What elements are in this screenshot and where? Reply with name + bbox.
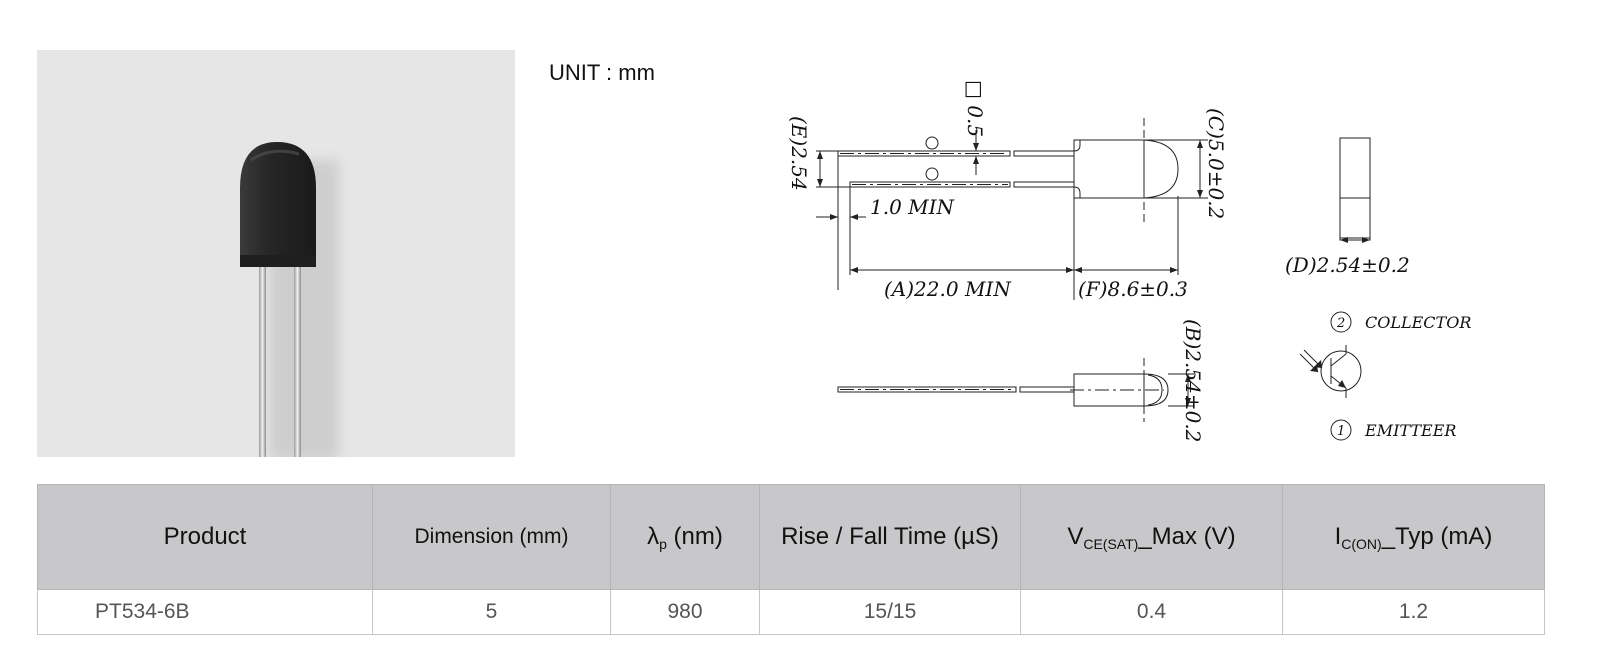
header-lambda: λp (nm) (610, 484, 760, 590)
label-min: 1.0 MIN (870, 195, 956, 219)
table-row: PT534-6B 5 980 15/15 0.4 1.2 (37, 589, 1545, 635)
phototransistor-symbol (1299, 311, 1362, 441)
mechanical-drawing: (E)2.54 □ 0.5 (C)5.0±0.2 1.0 MIN (A)22.0… (780, 80, 1480, 470)
collector-label: COLLECTOR (1365, 313, 1471, 332)
cell-product: PT534-6B (37, 589, 373, 635)
label-a: (A)22.0 MIN (884, 277, 1012, 301)
label-f: (F)8.6±0.3 (1078, 277, 1188, 301)
label-square: □ 0.5 (963, 80, 987, 137)
cell-ic: 1.2 (1282, 589, 1545, 635)
pin2-number: 2 (1336, 316, 1345, 331)
lead-1 (837, 150, 1011, 157)
pin1-number: 1 (1337, 424, 1345, 439)
header-rise-fall: Rise / Fall Time (µS) (759, 484, 1021, 590)
unit-label: UNIT : mm (549, 60, 655, 85)
label-d: (D)2.54±0.2 (1285, 253, 1410, 277)
emitter-label: EMITTEER (1364, 421, 1456, 440)
product-photo (37, 50, 515, 457)
header-dimension: Dimension (mm) (372, 484, 611, 590)
cell-lambda: 980 (610, 589, 760, 635)
lead-side-view (837, 386, 1017, 393)
table-header-row: Product Dimension (mm) λp (nm) Rise / Fa… (37, 484, 1545, 590)
cell-vce: 0.4 (1020, 589, 1283, 635)
label-e: (E)2.54 (787, 116, 811, 191)
body-top-view (1073, 139, 1145, 199)
cell-dimension: 5 (372, 589, 611, 635)
header-ic: IC(ON)_Typ (mA) (1282, 484, 1545, 590)
header-product: Product (37, 484, 373, 590)
header-vce: VCE(SAT)_Max (V) (1020, 484, 1283, 590)
phototransistor-image (240, 142, 339, 457)
label-c: (C)5.0±0.2 (1204, 108, 1228, 219)
body-side-view (1339, 137, 1371, 241)
spec-table: Product Dimension (mm) λp (nm) Rise / Fa… (37, 484, 1545, 635)
lead-2 (849, 181, 1011, 188)
label-b: (B)2.54±0.2 (1181, 319, 1205, 442)
cell-rise-fall: 15/15 (759, 589, 1021, 635)
